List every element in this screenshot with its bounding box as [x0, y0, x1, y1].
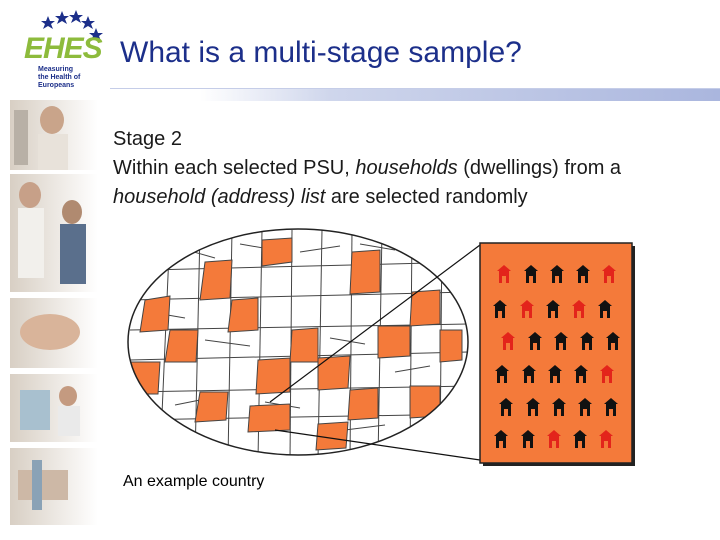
text-run: (dwellings) from a: [457, 157, 622, 179]
psu-zoom-panel: [479, 242, 635, 466]
logo-subtitle-line: Europeans: [38, 82, 75, 89]
stage-description: Within each selected PSU, households (dw…: [113, 154, 673, 212]
photo-3: [10, 298, 98, 368]
house-icon: [524, 265, 538, 283]
house-selected-icon: [547, 430, 561, 448]
house-icon: [552, 398, 566, 416]
house-icon: [604, 398, 618, 416]
photo-strip: [10, 100, 98, 525]
house-icon: [528, 332, 542, 350]
house-icon: [522, 365, 536, 383]
slide-title: What is a multi-stage sample?: [120, 36, 522, 69]
text-run: Within each selected PSU,: [113, 157, 356, 179]
house-icon: [576, 265, 590, 283]
house-icon: [521, 430, 535, 448]
house-icon: [578, 398, 592, 416]
slide-body: Stage 2 Within each selected PSU, househ…: [113, 125, 673, 212]
zoom-line-top: [269, 244, 481, 403]
house-selected-icon: [572, 300, 586, 318]
household-grid: [493, 265, 620, 448]
text-run: are selected randomly: [325, 186, 528, 208]
house-icon: [548, 365, 562, 383]
ehes-logo: EHES Measuring the Health of Europeans: [8, 6, 104, 94]
title-gradient-bar: [200, 89, 720, 101]
photo-1: [10, 100, 98, 170]
house-icon: [574, 365, 588, 383]
house-icon: [606, 332, 620, 350]
house-selected-icon: [602, 265, 616, 283]
house-icon: [494, 430, 508, 448]
house-icon: [580, 332, 594, 350]
stage-label: Stage 2: [113, 128, 182, 150]
house-selected-icon: [497, 265, 511, 283]
house-icon: [526, 398, 540, 416]
logo-subtitle-line: the Health of: [38, 74, 81, 81]
house-selected-icon: [520, 300, 534, 318]
map-caption: An example country: [123, 473, 265, 490]
house-icon: [495, 365, 509, 383]
logo-wordmark: EHES: [24, 32, 103, 65]
photo-4: [10, 374, 98, 442]
text-emphasis: household (address) list: [113, 186, 326, 208]
house-icon: [493, 300, 507, 318]
house-icon: [499, 398, 513, 416]
text-emphasis: households: [355, 157, 458, 179]
country-outline: [127, 228, 469, 456]
title-divider: [110, 88, 720, 89]
house-icon: [550, 265, 564, 283]
house-icon: [546, 300, 560, 318]
house-icon: [598, 300, 612, 318]
logo-subtitle: Measuring the Health of Europeans: [38, 66, 98, 90]
house-selected-icon: [501, 332, 515, 350]
house-icon: [554, 332, 568, 350]
house-icon: [573, 430, 587, 448]
stars-arc-icon: [41, 10, 103, 41]
logo-subtitle-line: Measuring: [38, 66, 74, 73]
photo-5: [10, 448, 98, 525]
country-map: [127, 228, 469, 456]
photo-2: [10, 174, 98, 292]
zoom-line-bottom: [274, 429, 481, 461]
house-selected-icon: [599, 430, 613, 448]
house-selected-icon: [600, 365, 614, 383]
